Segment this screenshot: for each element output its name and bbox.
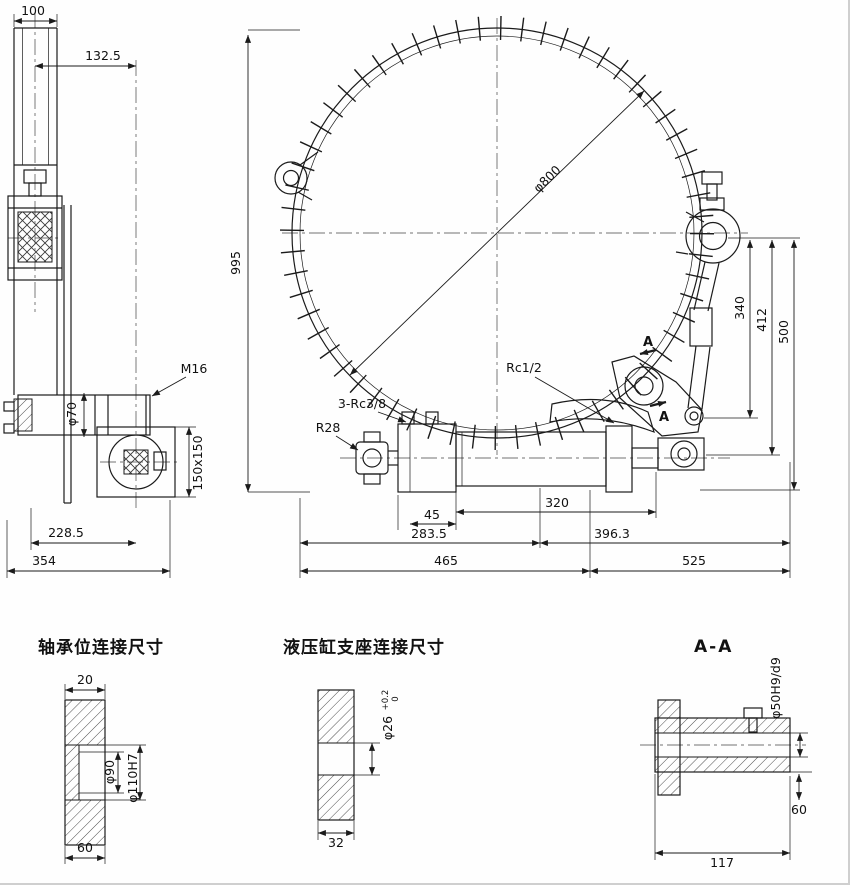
turnbuckle: [689, 307, 713, 347]
dim-228-5: 228.5: [48, 525, 84, 540]
dim-20: 20: [77, 672, 93, 687]
hydraulic-cylinder: [340, 411, 730, 493]
arm-bearing-crosshatch: [123, 449, 149, 475]
dim-phi70: φ70: [64, 402, 79, 426]
left-column-assembly: [3, 12, 178, 512]
dim-412: 412: [754, 308, 769, 332]
section-mark-a-bottom: A: [659, 410, 669, 425]
rod-clevis-bracket: [657, 437, 705, 471]
dim-320: 320: [545, 495, 569, 510]
dim-phi26: φ26: [380, 716, 395, 740]
detail-cylinder-support: 液压缸支座连接尺寸 φ26 +0.2 0 32: [283, 637, 445, 850]
dim-phi90: φ90: [102, 760, 117, 784]
dim-396-3: 396.3: [594, 526, 630, 541]
detail-bearing-title: 轴承位连接尺寸: [38, 637, 164, 658]
dim-phi26-tol-lower: 0: [391, 696, 401, 701]
dim-132-5: 132.5: [85, 48, 121, 63]
section-mark-a-top: A: [643, 335, 653, 350]
port-boss: [425, 411, 439, 425]
rotor-circle: [274, 16, 748, 455]
dim-283-5: 283.5: [411, 526, 447, 541]
dim-525: 525: [682, 553, 706, 568]
dim-117: 117: [710, 855, 734, 870]
dim-phi50h9d9: φ50H9/d9: [768, 657, 783, 719]
clamp-linkage: A A: [549, 171, 741, 437]
dim-60-section: 60: [791, 802, 807, 817]
cylinder-rod-block: [605, 425, 633, 493]
main-dimensions: 100 132.5 φ70 M16 150x150 228.5 354 995 …: [6, 3, 800, 578]
dim-60-bearing: 60: [77, 840, 93, 855]
detail-bearing-seat: 轴承位连接尺寸 20 φ90 φ110H7 60: [38, 637, 164, 864]
dim-phi800: φ800: [530, 162, 564, 195]
dim-150x150: 150x150: [190, 435, 205, 490]
dim-32: 32: [328, 835, 344, 850]
cylinder-tube: [455, 431, 607, 487]
mount-lug: [274, 161, 308, 195]
dim-phi26-tol-upper: +0.2: [381, 690, 391, 711]
label-3rc38: 3-Rc3/8: [338, 396, 386, 411]
dim-465: 465: [434, 553, 458, 568]
dim-340: 340: [732, 296, 747, 320]
section-aa-title: A-A: [694, 637, 733, 657]
bearing-crosshatch: [17, 211, 53, 263]
clamp-boss: [685, 208, 741, 264]
band-strap: [549, 398, 655, 433]
label-rc12: Rc1/2: [506, 360, 542, 375]
dim-354: 354: [32, 553, 56, 568]
dim-995: 995: [228, 251, 243, 275]
dim-100: 100: [21, 3, 45, 18]
label-m16: M16: [181, 361, 208, 376]
detail-support-title: 液压缸支座连接尺寸: [283, 637, 445, 658]
label-r28: R28: [316, 420, 341, 435]
detail-section-aa: A-A φ50H9/d9 60 117: [640, 637, 812, 870]
dim-500: 500: [776, 320, 791, 344]
dim-phi110h7: φ110H7: [125, 753, 140, 802]
lever: [611, 355, 703, 437]
dim-45: 45: [424, 507, 440, 522]
set-bolt: [743, 707, 763, 719]
